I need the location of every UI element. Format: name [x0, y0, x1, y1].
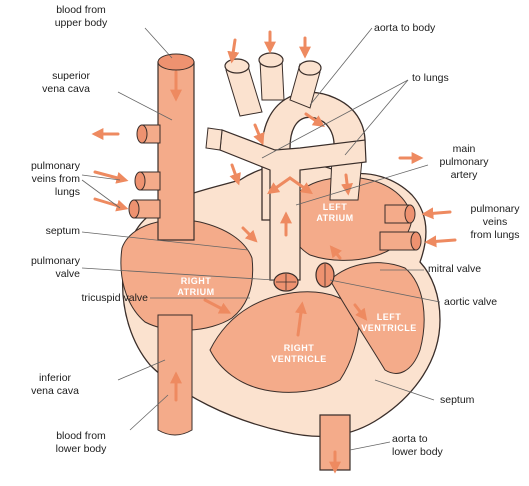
label-aorta-to-body: aorta to body	[374, 22, 494, 35]
heart-structure	[135, 172, 145, 190]
leader-line	[82, 180, 120, 208]
label-blood-lower: blood from lower body	[36, 430, 126, 456]
svc-opening	[158, 54, 194, 70]
label-blood-upper: blood from upper body	[36, 4, 126, 30]
pulmonary-branch-left	[206, 128, 222, 150]
flow-arrow	[255, 125, 262, 142]
heart-structure	[405, 205, 415, 223]
label-septum-top: septum	[10, 225, 80, 238]
label-aorta-lower-body: aorta to lower body	[392, 433, 492, 459]
heart-structure	[129, 200, 139, 218]
label-pulmonary-veins-left: pulmonary veins from lungs	[8, 160, 80, 199]
chamber-right-ventricle: RIGHT VENTRICLE	[254, 343, 344, 365]
heart-structure	[137, 125, 147, 143]
label-main-pulmonary-artery: main pulmonary artery	[424, 143, 504, 182]
leader-line	[350, 442, 390, 450]
label-mitral-valve: mitral valve	[428, 263, 528, 276]
label-inferior-vena-cava: inferior vena cava	[12, 372, 98, 398]
label-to-lungs: to lungs	[412, 72, 492, 85]
chamber-right-atrium: RIGHT ATRIUM	[160, 276, 232, 298]
flow-arrow	[232, 40, 235, 60]
label-septum-bottom: septum	[440, 394, 520, 407]
label-pulmonary-veins-right: pulmonary veins from lungs	[462, 203, 528, 242]
label-tricuspid-valve: tricuspid valve	[4, 292, 148, 305]
aorta-branch-1	[226, 66, 262, 116]
heart-structure	[299, 61, 321, 75]
chamber-left-ventricle: LEFT VENTRICLE	[356, 312, 422, 334]
label-aortic-valve: aortic valve	[444, 296, 528, 309]
label-pulmonary-valve: pulmonary valve	[8, 255, 80, 281]
leader-line	[145, 28, 172, 58]
heart-structure	[411, 232, 421, 250]
flow-arrow	[232, 165, 238, 182]
label-superior-vena-cava: superior vena cava	[18, 70, 90, 96]
flow-arrow	[425, 212, 450, 214]
heart-structure	[259, 53, 283, 67]
heart-structure	[225, 59, 249, 73]
chamber-left-atrium: LEFT ATRIUM	[305, 202, 365, 224]
flow-arrow	[428, 240, 455, 242]
